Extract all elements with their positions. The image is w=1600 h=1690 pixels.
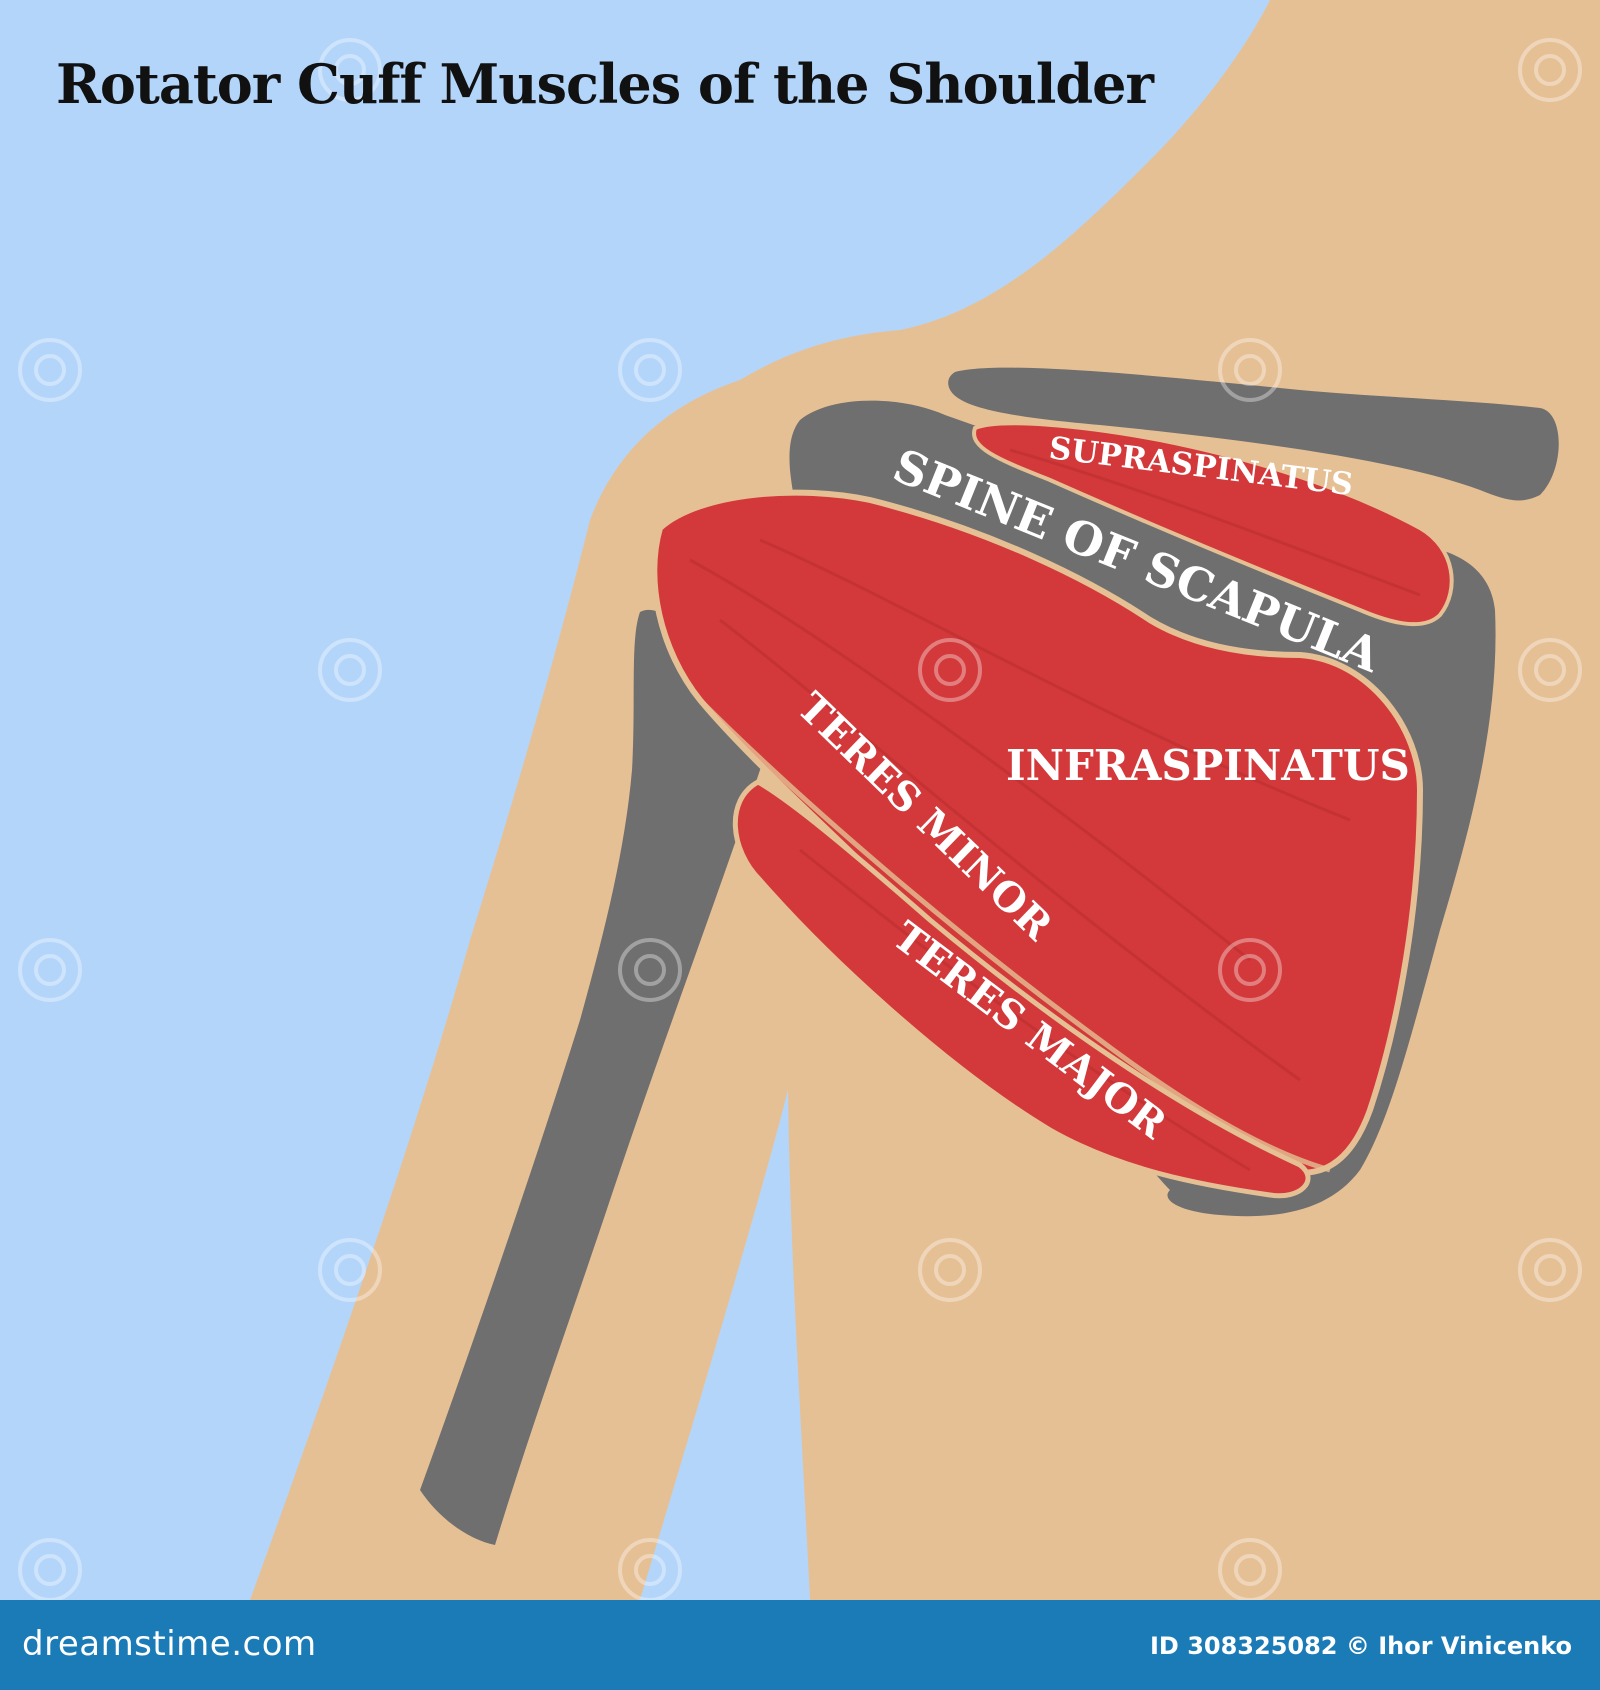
footer-image-id: ID 308325082 © Ihor Vinicenko bbox=[1150, 1632, 1572, 1660]
muscle-fibres bbox=[689, 448, 1421, 1172]
infraspinatus-muscle bbox=[651, 489, 1424, 1176]
watermark-pattern bbox=[18, 38, 1582, 1600]
anatomy-diagram: SUPRASPINATUS SPINE OF SCAPULA INFRASPIN… bbox=[18, 0, 1600, 1600]
clavicle-bone bbox=[948, 367, 1559, 501]
humerus-bone bbox=[420, 609, 764, 1545]
label-infraspinatus: INFRASPINATUS bbox=[1006, 741, 1410, 790]
page-title: Rotator Cuff Muscles of the Shoulder bbox=[56, 52, 1154, 116]
footer-brand: dreamstime.com bbox=[22, 1624, 317, 1664]
teres-major-muscle bbox=[732, 779, 1311, 1199]
teres-minor-border bbox=[698, 698, 1331, 1173]
footer-bar: dreamstime.com ID 308325082 © Ihor Vinic… bbox=[0, 1600, 1600, 1690]
supraspinatus-muscle bbox=[972, 421, 1454, 627]
